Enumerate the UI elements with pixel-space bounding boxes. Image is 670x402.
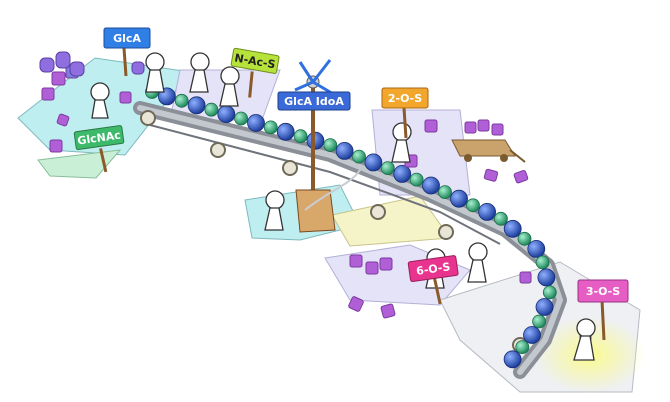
bead-blue [217,105,236,123]
bead-green [466,198,480,213]
bead-green [263,120,278,135]
bead-blue [503,350,522,369]
sign-6-o-s: 6-O-S [407,255,459,305]
bead-blue [422,176,440,195]
floor-panel-glcnac [37,149,122,179]
glycan-bead-chain [145,85,557,369]
supply-cart [451,139,526,163]
glca-stock-cylinders [39,51,145,77]
bead-blue [247,114,265,132]
bead-green [542,285,557,300]
svg-text:GlcA: GlcA [113,32,141,45]
worker-5 [264,190,285,231]
svg-text:GlcA IdoA: GlcA IdoA [284,95,344,108]
bead-blue [187,96,206,115]
svg-text:6-O-S: 6-O-S [415,260,451,278]
svg-text:2-O-S: 2-O-S [388,92,422,105]
bead-blue [503,219,522,238]
bead-green [493,211,508,226]
signposts: GlcA GlcNAc N-Ac-S GlcA IdoA 2-O-S 6-O-S [73,27,629,341]
worker-8 [467,242,488,283]
worker-4 [219,66,240,107]
bead-green [515,340,530,355]
bead-blue [450,189,468,208]
svg-text:GlcNAc: GlcNAc [77,129,122,148]
bead-green [532,314,546,329]
workers [90,52,596,361]
conveyor-belt [133,101,567,379]
bead-blue [527,239,546,258]
sign-glcnac: GlcNAc [73,125,125,173]
sign-glca-idoa: GlcA IdoA [277,91,351,111]
bead-blue [393,164,412,183]
bead-blue [364,153,383,172]
bead-green [409,172,424,187]
sign-2-o-s: 2-O-S [381,87,429,139]
bead-green [293,129,308,144]
bead-green [174,93,189,108]
sulfate-groups [41,65,592,342]
svg-text:3-O-S: 3-O-S [586,285,620,298]
bead-blue [537,268,556,287]
worker-9 [573,318,596,361]
bead-green [517,231,532,246]
bead-green [323,138,338,153]
bead-blue [306,131,325,150]
worker-1 [90,82,110,119]
bead-blue [335,141,354,160]
bead-blue [535,298,554,316]
sign-glca: GlcA [103,27,151,77]
worker-3 [189,52,210,93]
bead-green [535,255,550,270]
bead-green [352,149,366,164]
bead-green [234,111,249,126]
sign-n-ac-s: N-Ac-S [230,47,280,98]
worker-2 [145,52,165,93]
bead-blue [523,326,541,344]
bead-blue [276,122,295,141]
bead-blue [478,202,497,221]
bead-green [380,161,395,176]
bead-green [204,102,219,117]
sign-3-o-s: 3-O-S [577,279,629,341]
bead-green [438,185,452,200]
